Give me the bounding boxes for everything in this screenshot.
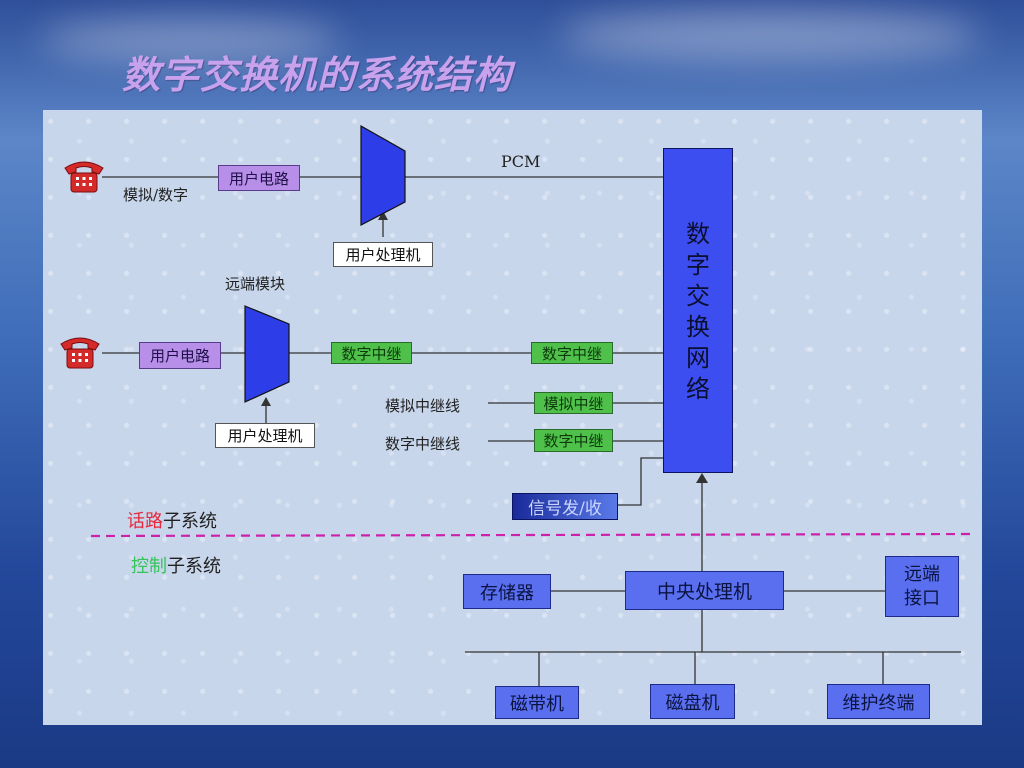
multiplexer-1	[360, 124, 406, 226]
telephone-icon	[60, 337, 100, 369]
voice-subsystem-label: 话路子系统	[127, 507, 217, 533]
disk-drive-box: 磁盘机	[650, 684, 735, 719]
signal-tx-rx-box: 信号发/收	[512, 493, 618, 520]
memory-box: 存储器	[463, 574, 551, 609]
analog-digital-label: 模拟/数字	[123, 186, 189, 204]
digital-trunk-box: 数字中继	[331, 342, 412, 364]
cpu-box: 中央处理机	[625, 571, 784, 610]
control-subsystem-suffix: 子系统	[167, 556, 221, 577]
pcm-label: PCM	[501, 152, 541, 171]
analog-trunk-box: 模拟中继	[534, 392, 613, 414]
user-processor-box: 用户处理机	[333, 242, 433, 267]
diagram-panel: 用户电路 模拟/数字 用户处理机 PCM 远端模块 用户电路 用户处理机 数字中…	[43, 110, 982, 725]
switching-network-box: 数 字 交 换 网 络	[663, 148, 733, 473]
switching-network-char: 交	[686, 282, 710, 310]
slide-title: 数字交换机的系统结构	[122, 52, 513, 97]
remote-interface-line2: 接口	[904, 587, 940, 609]
switching-network-char: 网	[686, 344, 710, 372]
connector-lines	[90, 124, 976, 686]
switching-network-char: 字	[686, 251, 710, 279]
remote-interface-line1: 远端	[904, 563, 940, 585]
remote-module-label: 远端模块	[225, 275, 286, 293]
control-subsystem-prefix: 控制	[131, 556, 167, 577]
digital-trunk-line-label: 数字中继线	[385, 435, 461, 453]
subsystem-divider	[90, 532, 976, 538]
control-subsystem-label: 控制子系统	[131, 552, 221, 578]
switching-network-char: 换	[686, 313, 710, 341]
user-circuit-box: 用户电路	[139, 342, 221, 369]
maintenance-terminal-box: 维护终端	[827, 684, 930, 719]
background-cloud	[40, 20, 340, 60]
switching-network-char: 数	[686, 220, 710, 248]
user-circuit-box: 用户电路	[218, 165, 300, 191]
remote-interface-box: 远端 接口	[885, 556, 959, 617]
analog-trunk-line-label: 模拟中继线	[385, 397, 461, 415]
digital-trunk-box: 数字中继	[534, 429, 613, 452]
telephone-icon	[64, 161, 104, 193]
background-cloud	[560, 10, 980, 60]
switching-network-char: 络	[686, 375, 710, 403]
voice-subsystem-suffix: 子系统	[163, 511, 217, 532]
user-processor-box: 用户处理机	[215, 423, 315, 448]
tape-drive-box: 磁带机	[495, 686, 579, 719]
voice-subsystem-prefix: 话路	[127, 511, 163, 532]
multiplexer-2	[244, 305, 290, 403]
digital-trunk-box: 数字中继	[531, 342, 613, 364]
